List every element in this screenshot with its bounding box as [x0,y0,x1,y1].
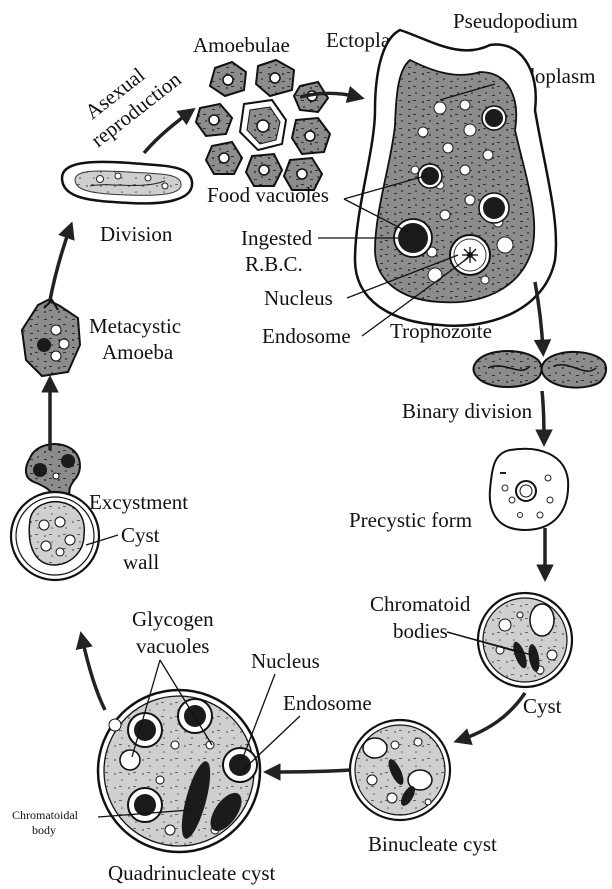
excystment-illustration [11,444,99,580]
body-label: body [32,823,56,837]
cyst-illustration [478,593,572,687]
excystment-label: Excystment [89,490,188,514]
metacystic-label: Metacystic [89,314,181,338]
nucleus-bottom-label: Nucleus [251,649,320,673]
trophozoite-illustration [355,30,556,326]
food-vacuoles-label: Food vacuoles [207,183,329,207]
rbc-label: R.B.C. [245,252,303,276]
trophozoite-label: Trophozoite [390,319,492,343]
binary-division-illustration [474,351,607,388]
binary-division-label: Binary division [402,399,533,423]
ingested-label: Ingested [241,226,313,250]
chromatoidal-label: Chromatoidal [12,808,79,822]
chromatoid-label: Chromatoid [370,592,471,616]
cyst-wall-label-1: Cyst [121,523,160,547]
amoebulae-label: Amoebulae [193,33,290,57]
binucleate-cyst-illustration [350,720,450,820]
glycogen-label: Glycogen [132,607,214,631]
dividing-amoeba-illustration [62,162,192,204]
metacystic-amoeba-illustration [22,300,80,376]
binucleate-cyst-label: Binucleate cyst [368,832,497,856]
cyst-label: Cyst [523,694,562,718]
vacuoles-label: vacuoles [136,634,209,658]
amoeba-label: Amoeba [102,340,174,364]
cyst-wall-label-2: wall [123,550,159,574]
quadrinucleate-cyst-illustration [98,690,260,852]
endosome-top-label: Endosome [262,324,351,348]
precystic-form-illustration [490,449,568,530]
nucleus-top-label: Nucleus [264,286,333,310]
quadrinucleate-cyst-label: Quadrinucleate cyst [108,861,276,885]
division-label: Division [100,222,173,246]
pseudopodium-label: Pseudopodium [453,9,578,33]
endosome-bottom-label: Endosome [283,691,372,715]
precystic-form-label: Precystic form [349,508,472,532]
amoebulae-cluster [196,60,330,190]
bodies-label: bodies [393,619,448,643]
